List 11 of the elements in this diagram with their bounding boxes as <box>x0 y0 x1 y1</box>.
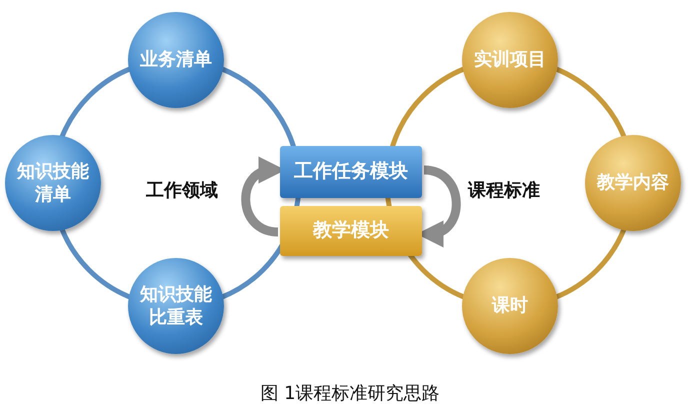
circle-node: 业务清单 <box>128 12 224 108</box>
circle-node: 实训项目 <box>462 12 558 108</box>
circle-node: 知识技能比重表 <box>128 258 224 354</box>
ring-label: 工作领域 <box>146 179 218 202</box>
figure-caption: 图 1课程标准研究思路 <box>259 382 441 405</box>
module-box: 教学模块 <box>280 206 422 256</box>
ring-label: 课程标准 <box>468 179 540 202</box>
circle-node: 知识技能清单 <box>5 135 101 231</box>
module-box: 工作任务模块 <box>280 146 422 198</box>
circle-node: 教学内容 <box>585 135 681 231</box>
circle-node: 课时 <box>462 258 558 354</box>
